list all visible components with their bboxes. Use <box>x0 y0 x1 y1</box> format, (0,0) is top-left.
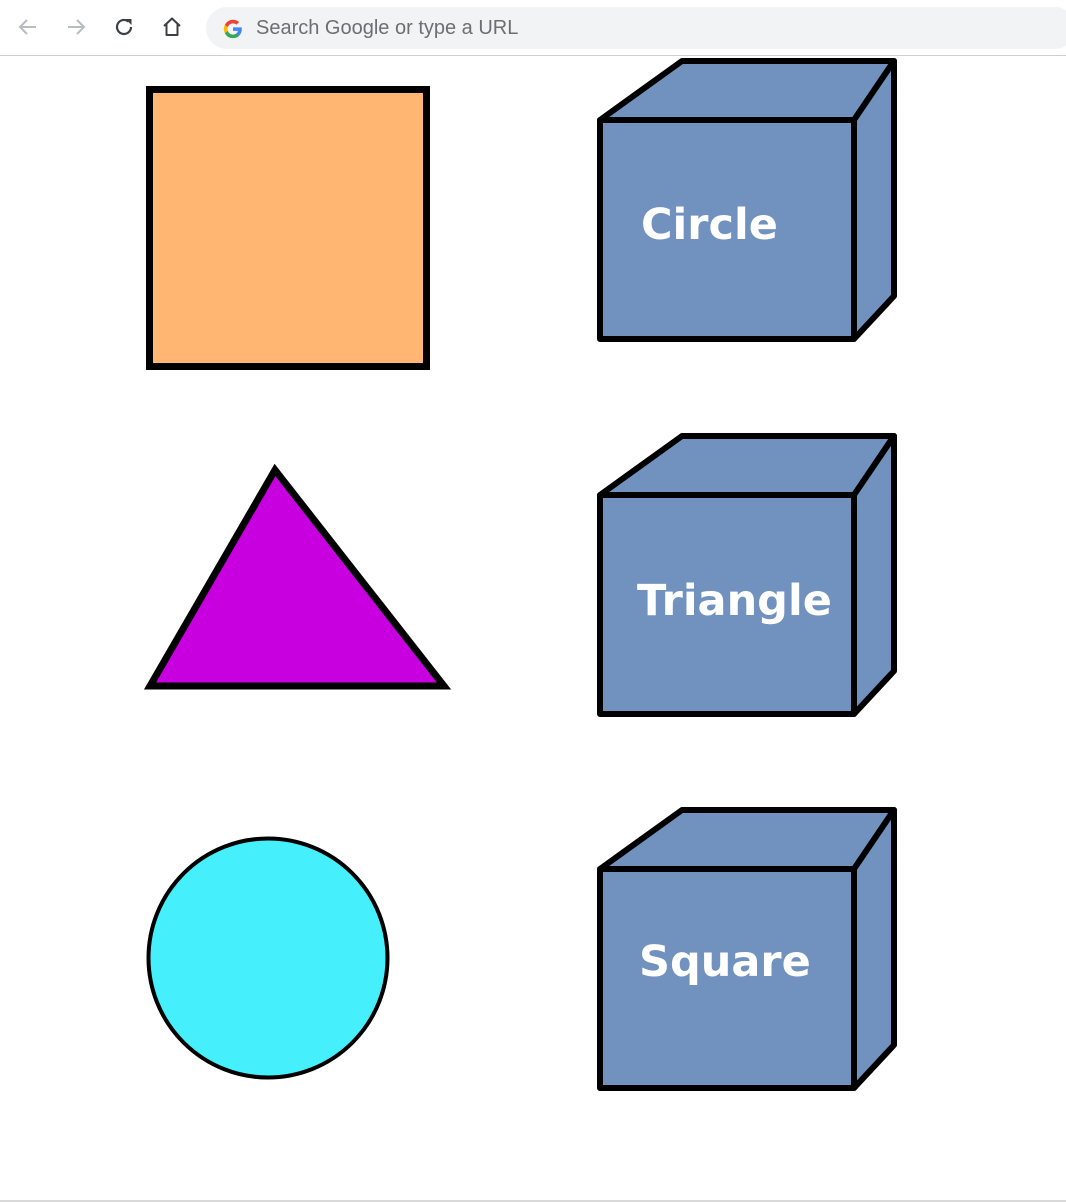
browser-toolbar <box>0 0 1066 56</box>
home-icon <box>163 17 181 36</box>
cyan-circle-shape[interactable] <box>146 836 392 1082</box>
arrow-left-icon <box>18 19 36 35</box>
orange-square-shape[interactable] <box>146 86 430 370</box>
cube-label-triangle[interactable]: Triangle <box>596 433 898 718</box>
cube-label-text: Square <box>639 937 811 987</box>
cube-label-text: Circle <box>641 200 778 250</box>
cube-shape <box>597 58 897 342</box>
forward-button[interactable] <box>60 11 92 43</box>
home-button[interactable] <box>156 11 188 43</box>
arrow-right-icon <box>68 19 86 35</box>
page-content: Circle Triangle Square <box>0 56 1066 1200</box>
back-button[interactable] <box>12 11 44 43</box>
cube-label-circle[interactable]: Circle <box>596 58 898 343</box>
purple-triangle-shape[interactable] <box>143 463 452 690</box>
cube-label-text: Triangle <box>637 576 832 626</box>
cube-shape <box>597 807 897 1091</box>
cube-label-square[interactable]: Square <box>596 807 898 1092</box>
window-bottom-border <box>0 1200 1066 1202</box>
address-input[interactable] <box>256 7 1036 49</box>
reload-button[interactable] <box>108 11 140 43</box>
reload-icon <box>115 18 133 36</box>
google-g-icon <box>223 19 242 39</box>
cube-shape <box>597 433 897 717</box>
address-bar[interactable] <box>206 7 1066 49</box>
